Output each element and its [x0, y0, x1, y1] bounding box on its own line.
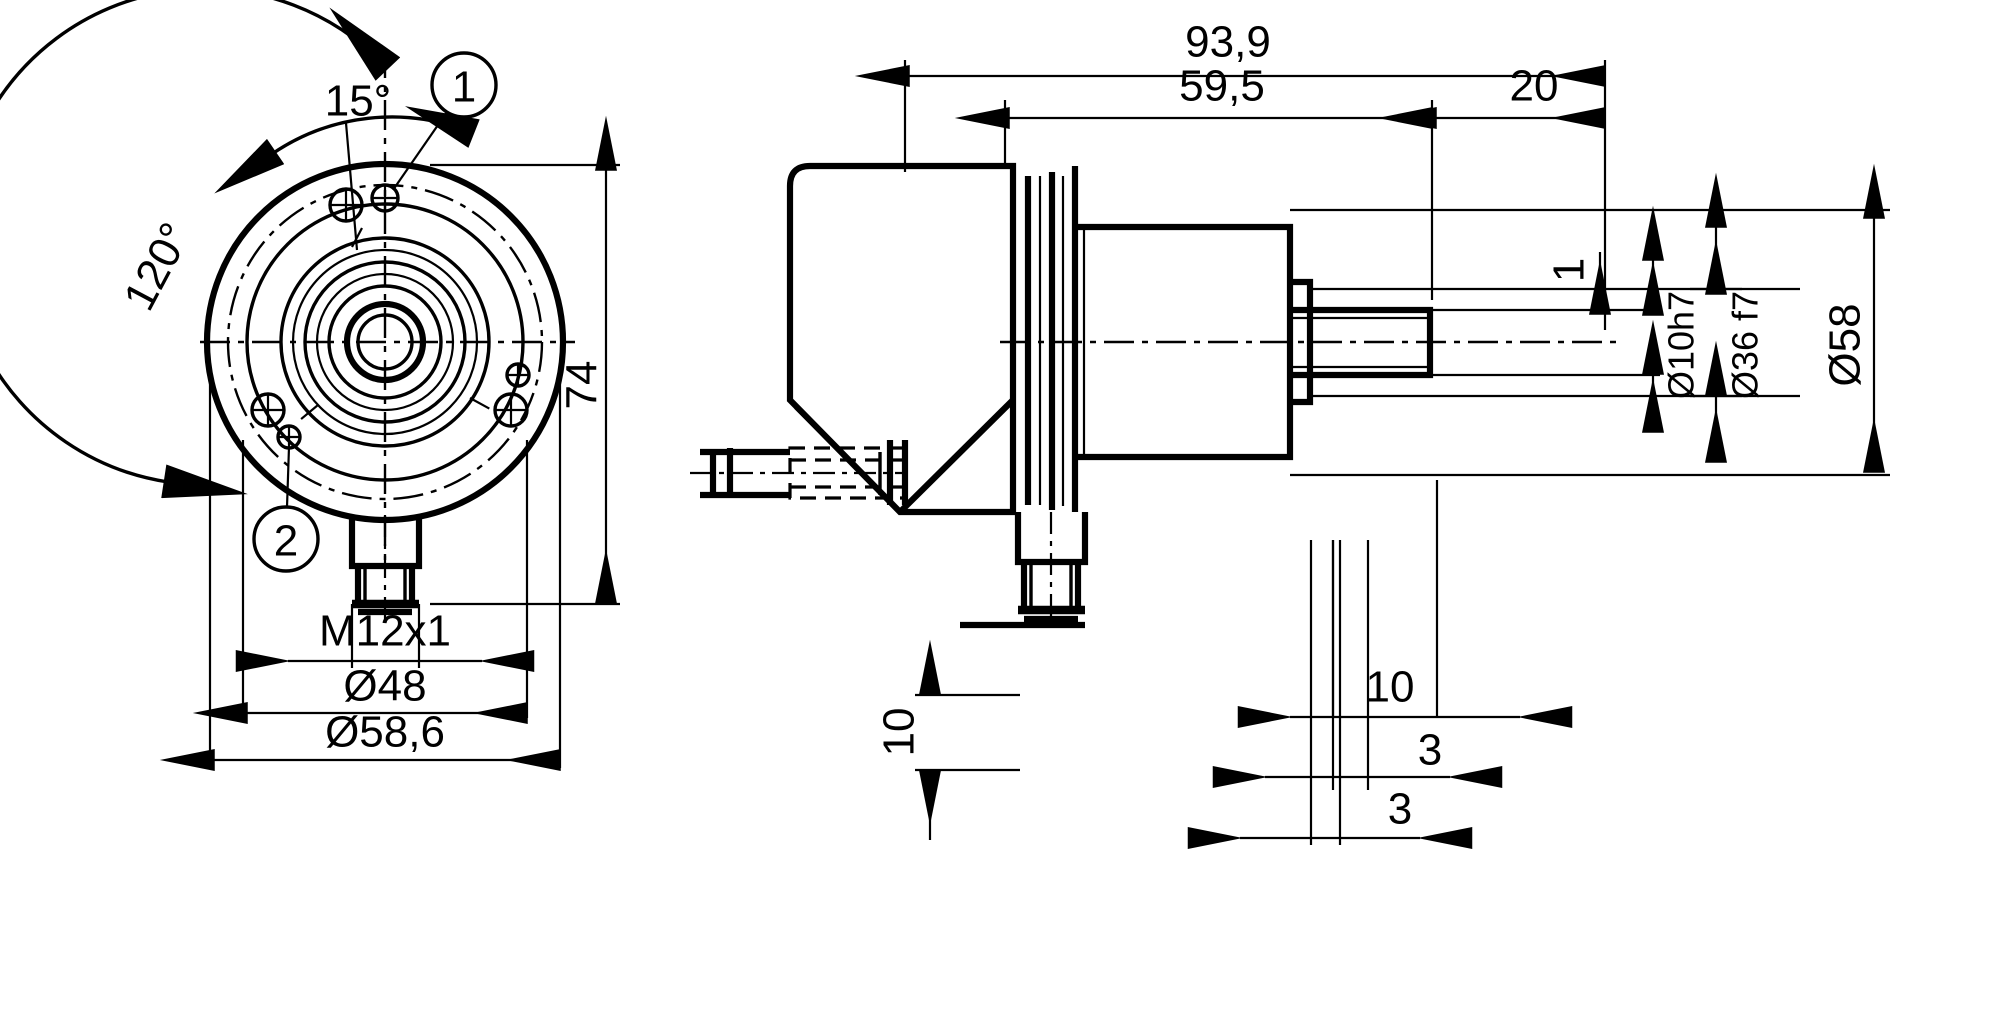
pilot-boss [1290, 278, 1314, 406]
balloon-1-circle [430, 51, 498, 119]
dimension-d48-label: Ø48 [343, 662, 426, 711]
connector-arm-top [897, 397, 1016, 515]
balloon-2-leader [285, 446, 291, 508]
side-view: 93,9 59,5 20 Ø58 Ø36 f7 Ø10h7 1 [690, 18, 1890, 849]
side-connector-boss [960, 512, 1089, 630]
dimension-d586-label: Ø58,6 [325, 708, 445, 757]
dimension-595-label: 59,5 [1179, 62, 1265, 111]
front-view: 120° 15° 1 2 74 M12x1 [0, 0, 620, 771]
mounting-hole-large-2 [250, 392, 286, 428]
dim-ticks-36 [1690, 287, 1742, 398]
dimension-74-label: 74 [558, 361, 607, 410]
dimension-d36f7-label: Ø36 f7 [1725, 291, 1766, 399]
dimension-939-label: 93,9 [1185, 18, 1271, 67]
angle-120-arc [0, 0, 401, 499]
dimension-m12x1-label: M12x1 [319, 607, 451, 656]
dimension-3-upper-label: 3 [1418, 726, 1442, 775]
mounting-hole-small-2 [276, 424, 302, 450]
balloon-1-leader [392, 111, 448, 191]
dimension-d58-label: Ø58 [1821, 303, 1870, 386]
dimension-step-1-label: 1 [1545, 258, 1594, 282]
angle-15-arc [214, 106, 480, 194]
balloon-1-label: 1 [452, 63, 476, 112]
mounting-hole-large-3 [493, 392, 529, 428]
mounting-hole-large-1 [328, 187, 364, 223]
balloon-2-circle [252, 505, 320, 573]
dimension-10-horizontal-label: 10 [1366, 663, 1415, 712]
angle-15-label: 15° [325, 77, 392, 126]
shaft-inner-lines [1290, 316, 1428, 369]
connector-alternate-position [690, 440, 909, 505]
mounting-hole-small-3 [505, 362, 531, 388]
angle-120-label: 120° [114, 215, 200, 318]
bolt-circle-tick-3 [469, 397, 493, 411]
dimension-3-lower-label: 3 [1388, 785, 1412, 834]
dimension-10-connector-label: 10 [875, 708, 924, 757]
balloon-2-label: 2 [274, 517, 298, 566]
front-connector-boss [348, 515, 423, 620]
housing-body-outline [786, 162, 1017, 516]
dimension-20-label: 20 [1510, 62, 1559, 111]
chamfer-line [794, 407, 894, 507]
angle-15-leader [344, 122, 359, 251]
dimension-d10h7-label: Ø10h7 [1661, 291, 1702, 399]
